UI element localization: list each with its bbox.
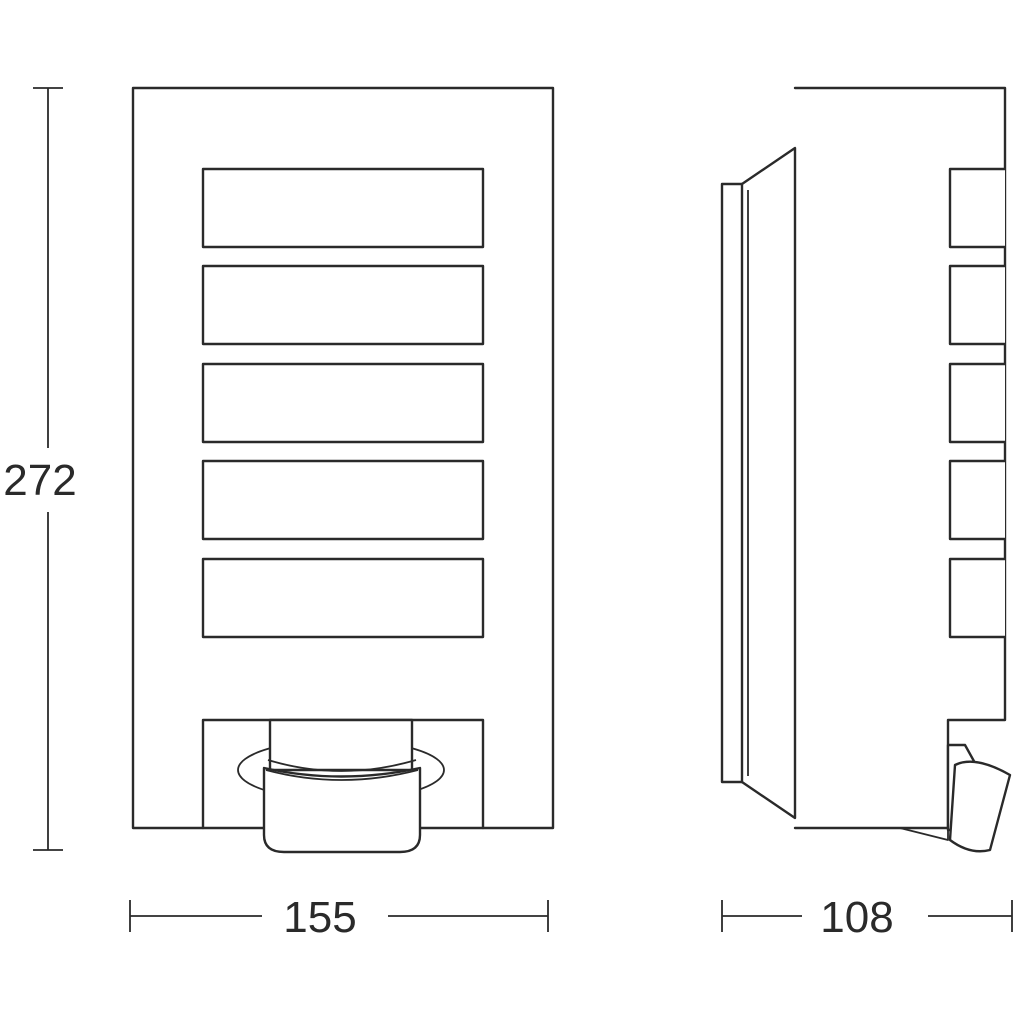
front-slat <box>201 362 485 444</box>
side-depth-dimension: 108 <box>721 893 1013 942</box>
side-fin <box>948 264 1005 346</box>
side-view <box>720 86 1012 853</box>
front-view <box>131 86 555 854</box>
sensor-band-upper <box>267 759 417 772</box>
front-slats <box>201 167 485 639</box>
side-flange <box>740 146 797 820</box>
front-slat <box>201 459 485 541</box>
height-dimension: 272 <box>3 87 77 851</box>
side-fin <box>948 459 1005 541</box>
front-width-label: 155 <box>283 893 356 942</box>
height-label: 272 <box>3 456 76 505</box>
side-fin <box>948 167 1005 249</box>
sensor-band-lower <box>265 769 419 781</box>
sensor-side-head <box>948 760 1012 853</box>
motion-sensor-side <box>899 743 1012 853</box>
sensor-dome <box>262 766 422 854</box>
side-fin <box>948 362 1005 444</box>
side-fins <box>948 167 1005 639</box>
front-housing <box>131 86 555 830</box>
front-slat <box>201 264 485 346</box>
front-slat <box>201 167 485 249</box>
side-body <box>793 86 1007 830</box>
wall-plate <box>720 182 744 784</box>
side-fin <box>948 557 1005 639</box>
side-depth-label: 108 <box>820 893 893 942</box>
sensor-side-base <box>899 827 949 841</box>
front-width-dimension: 155 <box>129 893 549 942</box>
motion-sensor-front <box>237 718 445 854</box>
sensor-neck <box>268 718 414 772</box>
front-slat <box>201 557 485 639</box>
